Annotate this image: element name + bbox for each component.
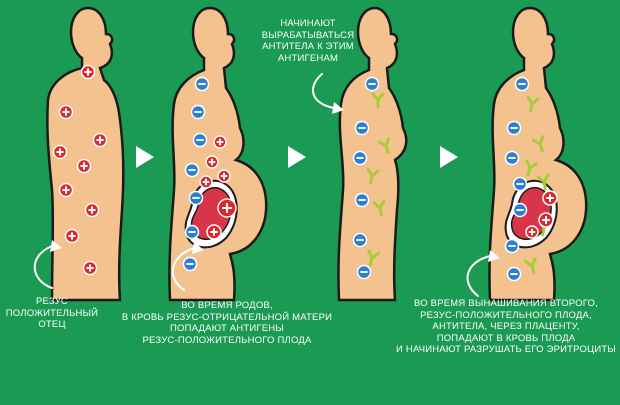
positive-antigen-icon: [52, 144, 68, 160]
positive-antigen-icon: [80, 64, 96, 80]
caption-line: РЕЗУС: [36, 296, 68, 307]
positive-antigen-icon: [58, 182, 74, 198]
antibody-icon: [526, 95, 540, 113]
negative-cell-icon: [506, 120, 522, 136]
positive-antigen-icon: [205, 155, 219, 169]
positive-antigen-icon: [84, 202, 100, 218]
pointer-father-head: [50, 240, 62, 252]
caption-first-pregnancy: ВО ВРЕМЯ РОДОВ, В КРОВЬ РЕЗУС-ОТРИЦАТЕЛЬ…: [112, 300, 342, 346]
positive-antigen-icon: [92, 132, 108, 148]
caption-line: ВО ВРЕМЯ ВЫНАШИВАНИЯ ВТОРОГО,: [414, 298, 598, 309]
positive-antigen-icon: [199, 175, 213, 189]
caption-line: ПОПАДАЮТ В КРОВЬ ПЛОДА: [436, 332, 576, 344]
positive-antigen-icon: [538, 212, 554, 228]
positive-antigen-icon: [64, 228, 80, 244]
caption-father: РЕЗУС ПОЛОЖИТЕЛЬНЫЙ ОТЕЦ: [4, 296, 100, 331]
caption-line: НАЧИНАЮТ: [280, 18, 336, 29]
caption-line: ПОЛОЖИТЕЛЬНЫЙ: [5, 307, 99, 319]
caption-line: И НАЧИНАЮТ РАЗРУШАТЬ ЕГО ЭРИТРОЦИТЫ: [396, 344, 616, 355]
negative-cell-icon: [356, 264, 372, 280]
negative-cell-icon: [512, 176, 528, 192]
caption-line: ВО ВРЕМЯ РОДОВ,: [181, 300, 273, 311]
pointer-antibodies-head: [332, 102, 344, 114]
pointer-first: [171, 247, 195, 291]
positive-antigen-icon: [76, 158, 92, 174]
caption-line: АНТИГЕНАМ: [277, 52, 339, 64]
antibody-icon: [536, 173, 550, 191]
negative-cell-icon: [504, 238, 520, 254]
antibody-icon: [525, 159, 538, 177]
antibody-icon: [367, 249, 380, 267]
negative-cell-icon: [182, 256, 198, 272]
caption-line: ПОПАДАЮТ АНТИГЕНЫ: [170, 323, 284, 334]
next-step-arrow-3: [440, 146, 458, 168]
positive-antigen-icon: [213, 135, 227, 149]
negative-cell-icon: [184, 224, 200, 240]
caption-second-pregnancy: ВО ВРЕМЯ ВЫНАШИВАНИЯ ВТОРОГО, РЕЗУС-ПОЛО…: [396, 298, 616, 356]
positive-antigen-icon: [217, 198, 237, 218]
next-step-arrow-2: [288, 146, 306, 168]
negative-cell-icon: [352, 232, 368, 248]
negative-cell-icon: [506, 266, 522, 282]
pointer-second-head: [488, 250, 500, 262]
antibody-icon: [372, 199, 386, 217]
negative-cell-icon: [192, 132, 208, 148]
antibody-icon: [371, 92, 385, 109]
caption-line: В КРОВЬ РЕЗУС-ОТРИЦАТЕЛЬНОЙ МАТЕРИ: [121, 311, 333, 323]
mother-second-pregnancy-figure: [488, 6, 588, 302]
positive-antigen-icon: [542, 190, 558, 206]
antibody-icon: [377, 137, 391, 155]
positive-antigen-icon: [58, 104, 74, 120]
negative-cell-icon: [514, 76, 530, 92]
caption-antibodies: НАЧИНАЮТ ВЫРАБАТЫВАТЬСЯ АНТИТЕЛА К ЭТИМ …: [250, 18, 366, 64]
negative-cell-icon: [194, 76, 210, 92]
antibody-icon: [531, 135, 545, 153]
negative-cell-icon: [512, 202, 528, 218]
negative-cell-icon: [188, 190, 204, 206]
negative-cell-icon: [354, 120, 370, 136]
positive-antigen-icon: [82, 260, 98, 276]
caption-line: ОТЕЦ: [38, 319, 66, 330]
blood-cell-markers: [52, 64, 558, 282]
antibody-icon: [524, 257, 537, 275]
positive-antigen-icon: [525, 225, 539, 239]
pointer-first-head: [192, 242, 204, 254]
caption-line: ВЫРАБАТЫВАТЬСЯ: [261, 29, 355, 41]
antibody-icon: [366, 167, 380, 185]
negative-cell-icon: [354, 192, 370, 208]
caption-line: АНТИТЕЛА, ЧЕРЕЗ ПЛАЦЕНТУ,: [432, 321, 580, 332]
negative-cell-icon: [352, 150, 368, 166]
pointer-second: [466, 255, 491, 297]
positive-antigen-icon: [206, 224, 222, 240]
negative-cell-icon: [190, 104, 206, 120]
pointer-antibodies: [311, 73, 335, 109]
next-step-arrow-1: [136, 146, 154, 168]
pointer-father: [33, 245, 53, 289]
negative-cell-icon: [364, 76, 380, 92]
caption-line: РЕЗУС-ПОЛОЖИТЕЛЬНОГО ПЛОДА: [142, 334, 312, 346]
negative-cell-icon: [504, 150, 520, 166]
caption-line: РЕЗУС-ПОЛОЖИТЕЛЬНОГО ПЛОДА,: [420, 309, 592, 321]
caption-line: АНТИТЕЛА К ЭТИМ: [262, 41, 354, 52]
positive-antigen-icon: [217, 169, 231, 183]
negative-cell-icon: [184, 162, 200, 178]
